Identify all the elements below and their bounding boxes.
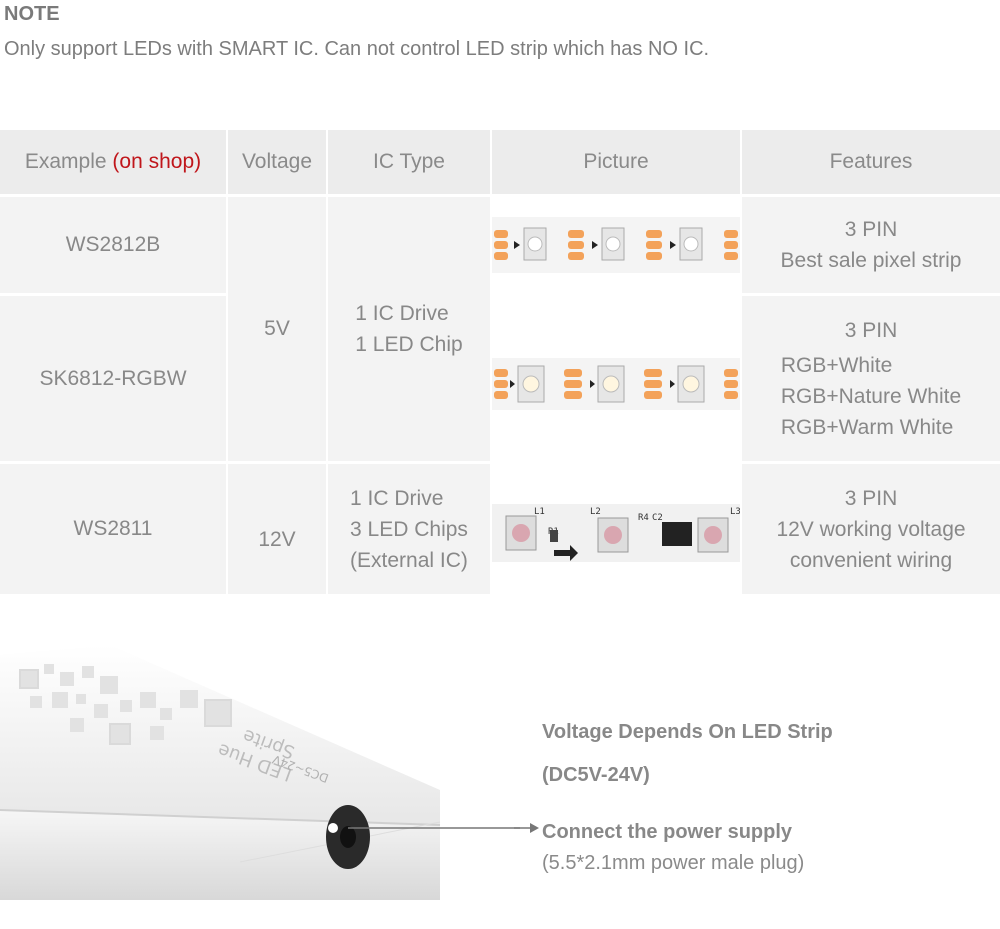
feature-sk6812-3: RGB+Nature White xyxy=(780,384,962,408)
example-ws2812b: WS2812B xyxy=(0,197,226,293)
header-example: Example (on shop) xyxy=(0,130,226,194)
header-example-label: Example xyxy=(24,150,107,173)
ws2812b-strip-image xyxy=(492,217,740,273)
strip-label-r4: R4 xyxy=(638,513,649,523)
connect-detail: (5.5*2.1mm power male plug) xyxy=(542,852,805,874)
header-ic-type: IC Type xyxy=(328,130,490,194)
feature-sk6812-2: RGB+White xyxy=(780,353,893,377)
feature-ws2811-1: 3 PIN xyxy=(844,486,898,510)
example-ws2811: WS2811 xyxy=(0,464,226,594)
controller-device-image: LED Hue Sprite DC5~24V xyxy=(0,645,520,900)
voltage-range: (DC5V-24V) xyxy=(542,764,650,786)
feature-ws2811-2: 12V working voltage xyxy=(776,517,966,541)
feature-ws2811-3: convenient wiring xyxy=(789,548,953,572)
voltage-5v: 5V xyxy=(228,197,326,461)
ic-type-12v: 1 IC Drive 3 LED Chips (External IC) xyxy=(328,464,490,594)
header-voltage: Voltage xyxy=(228,130,326,194)
sk6812-strip-image xyxy=(492,358,740,410)
feature-sk6812-4: RGB+Warm White xyxy=(780,415,954,439)
voltage-title: Voltage Depends On LED Strip xyxy=(542,721,833,743)
ic-5v-line-1: 1 IC Drive xyxy=(355,302,449,325)
picture-ws2811: L1 L2 R1 R4 C2 L3 xyxy=(492,464,740,594)
feature-ws2812b-2: Best sale pixel strip xyxy=(780,249,962,272)
strip-label-c2: C2 xyxy=(652,513,663,523)
voltage-12v: 12V xyxy=(228,464,326,594)
header-example-suffix: (on shop) xyxy=(112,150,202,173)
note-text: Only support LEDs with SMART IC. Can not… xyxy=(4,38,710,60)
ic-12v-line-2: 3 LED Chips xyxy=(350,517,468,541)
ws2811-strip-image: L1 L2 R1 R4 C2 L3 xyxy=(492,504,740,562)
picture-sk6812 xyxy=(492,296,740,461)
strip-label-l1: L1 xyxy=(534,507,545,517)
note-title: NOTE xyxy=(4,3,60,25)
example-sk6812: SK6812-RGBW xyxy=(0,296,226,461)
strip-label-l2: L2 xyxy=(590,507,601,517)
feature-ws2812b-1: 3 PIN xyxy=(844,218,898,241)
connect-title: Connect the power supply xyxy=(542,821,793,843)
ic-12v-line-3: (External IC) xyxy=(350,548,468,572)
strip-label-l3: L3 xyxy=(730,507,740,517)
features-ws2812b: 3 PIN Best sale pixel strip xyxy=(742,197,1000,293)
features-sk6812: 3 PIN RGB+White RGB+Nature White RGB+War… xyxy=(742,296,1000,461)
picture-ws2812b xyxy=(492,197,740,293)
features-ws2811: 3 PIN 12V working voltage convenient wir… xyxy=(742,464,1000,594)
voltage-12v-label: 12V xyxy=(258,528,296,551)
feature-sk6812-1: 3 PIN xyxy=(844,318,898,342)
header-features: Features xyxy=(742,130,1000,194)
header-picture: Picture xyxy=(492,130,740,194)
ic-type-5v: 1 IC Drive 1 LED Chip xyxy=(328,197,490,461)
ic-5v-line-2: 1 LED Chip xyxy=(355,333,463,356)
connector-arrow-icon xyxy=(514,823,539,833)
ic-12v-line-1: 1 IC Drive xyxy=(350,486,444,510)
